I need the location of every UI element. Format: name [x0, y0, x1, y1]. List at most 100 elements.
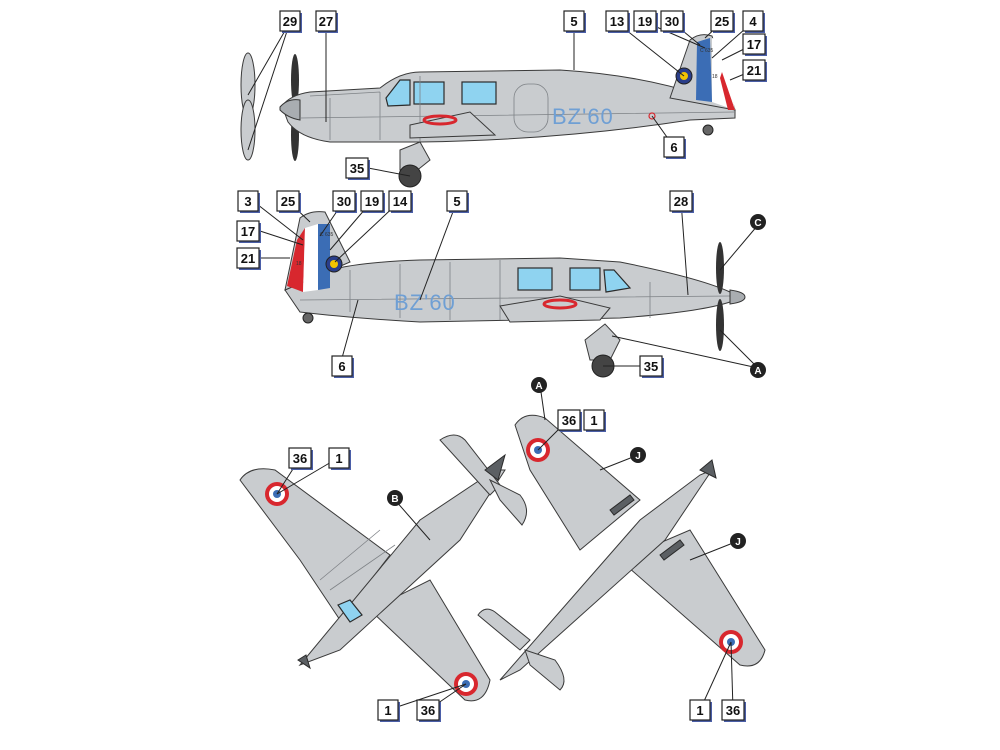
- rudder-red-stripe: [720, 72, 735, 110]
- svg-text:19: 19: [365, 194, 379, 209]
- tailplane-left-lower: [477, 608, 531, 651]
- callout-1-upper-bottom: 1: [377, 699, 400, 722]
- svg-text:36: 36: [562, 413, 576, 428]
- callout-19-side: 19: [360, 190, 385, 213]
- marker-a-side: A: [750, 362, 766, 378]
- callout-36-lower-bottom: 36: [721, 699, 746, 722]
- svg-text:28: 28: [674, 194, 688, 209]
- wing-left-lower: [514, 414, 641, 551]
- windscreen-right: [603, 269, 632, 293]
- svg-text:1: 1: [335, 451, 342, 466]
- callout-1-upper: 1: [328, 447, 351, 470]
- registration-code-right: BZ'60: [394, 290, 456, 315]
- callout-29: 29: [279, 10, 302, 33]
- svg-text:21: 21: [241, 251, 255, 266]
- plan-view-lower: [477, 414, 766, 691]
- svg-text:35: 35: [350, 161, 364, 176]
- callout-30-top: 30: [660, 10, 685, 33]
- marker-j-upper: J: [630, 447, 646, 463]
- svg-text:1: 1: [384, 703, 391, 718]
- svg-text:1: 1: [590, 413, 597, 428]
- callout-4: 4: [742, 10, 765, 33]
- fuselage-left: [281, 69, 736, 143]
- svg-text:30: 30: [665, 14, 679, 29]
- svg-text:5: 5: [570, 14, 577, 29]
- svg-text:21: 21: [747, 63, 761, 78]
- svg-text:14: 14: [393, 194, 408, 209]
- svg-text:25: 25: [281, 194, 295, 209]
- callout-5-side: 5: [446, 190, 469, 213]
- svg-text:6: 6: [338, 359, 345, 374]
- rudder-white-stripe-right: [303, 224, 318, 292]
- callout-5-top: 5: [563, 10, 586, 33]
- svg-text:A: A: [535, 381, 542, 392]
- svg-text:17: 17: [241, 224, 255, 239]
- roundel-underwing-right: [542, 298, 578, 310]
- circle-markers: C A A B J J: [387, 214, 766, 549]
- callout-17-side: 17: [236, 220, 261, 243]
- svg-text:6: 6: [670, 140, 677, 155]
- svg-text:J: J: [635, 451, 641, 462]
- callout-27: 27: [315, 10, 338, 33]
- wing-right-upper: [369, 579, 491, 702]
- callout-1-lower-bottom: 1: [689, 699, 712, 722]
- spinner-left: [279, 99, 301, 121]
- callout-19-top: 19: [633, 10, 658, 33]
- cabin-window-2-left: [461, 81, 497, 105]
- gear-leg-right: [584, 323, 621, 361]
- marker-b: B: [387, 490, 403, 506]
- tailplane-right-lower: [524, 649, 565, 691]
- svg-text:36: 36: [421, 703, 435, 718]
- svg-text:A: A: [754, 366, 761, 377]
- spinner-upper: [297, 654, 311, 670]
- propeller-blade-front: [291, 54, 299, 106]
- cabin-door-left: [513, 83, 549, 133]
- callout-13: 13: [605, 10, 630, 33]
- callout-25-top: 25: [710, 10, 735, 33]
- callout-36-upper-bottom: 36: [416, 699, 441, 722]
- callout-36-lower-top: 36: [557, 409, 582, 432]
- svg-text:25: 25: [715, 14, 729, 29]
- profile-right-view: 18 C 635 BZ'60: [284, 211, 746, 378]
- cabin-window-1-left: [413, 81, 445, 105]
- tail-type-text-left: C 635: [700, 48, 714, 54]
- spinner-lower: [699, 459, 717, 479]
- marker-j-lower: J: [730, 533, 746, 549]
- svg-text:35: 35: [644, 359, 658, 374]
- tailplane-right-upper: [488, 478, 527, 526]
- propeller-blade-upper-right: [716, 242, 724, 294]
- rudder-blue-stripe: [696, 38, 712, 102]
- callout-6-top: 6: [663, 136, 686, 159]
- propeller-blade-lower: [240, 99, 256, 161]
- callout-6-side: 6: [331, 355, 354, 378]
- tail-number-left: 18: [712, 74, 718, 80]
- tail-number-right: 18: [296, 261, 302, 267]
- svg-text:1: 1: [696, 703, 703, 718]
- callout-35-side: 35: [639, 355, 664, 378]
- gear-leg-left: [399, 141, 431, 173]
- canopy-upper: [337, 599, 363, 623]
- plan-view-upper: [239, 434, 527, 702]
- registration-code-left: BZ'60: [552, 104, 614, 129]
- callout-28: 28: [669, 190, 694, 213]
- svg-text:B: B: [391, 494, 398, 505]
- svg-text:4: 4: [749, 14, 757, 29]
- svg-text:17: 17: [747, 37, 761, 52]
- svg-text:J: J: [735, 537, 741, 548]
- callout-30-side: 30: [332, 190, 357, 213]
- marker-c: C: [750, 214, 766, 230]
- spinner-right: [729, 289, 746, 305]
- svg-text:36: 36: [726, 703, 740, 718]
- svg-text:5: 5: [453, 194, 460, 209]
- svg-text:29: 29: [283, 14, 297, 29]
- callout-1-lower-top: 1: [583, 409, 606, 432]
- fin-top-upper: [484, 453, 506, 481]
- propeller-blade-lower-right: [716, 299, 724, 351]
- callout-36-upper: 36: [288, 447, 313, 470]
- profile-left-view: 18 C 635 BZ'60: [240, 34, 736, 188]
- callout-17-top: 17: [742, 33, 767, 56]
- roundel-underwing-left: [422, 114, 458, 126]
- callout-21-top: 21: [742, 59, 767, 82]
- svg-text:3: 3: [244, 194, 251, 209]
